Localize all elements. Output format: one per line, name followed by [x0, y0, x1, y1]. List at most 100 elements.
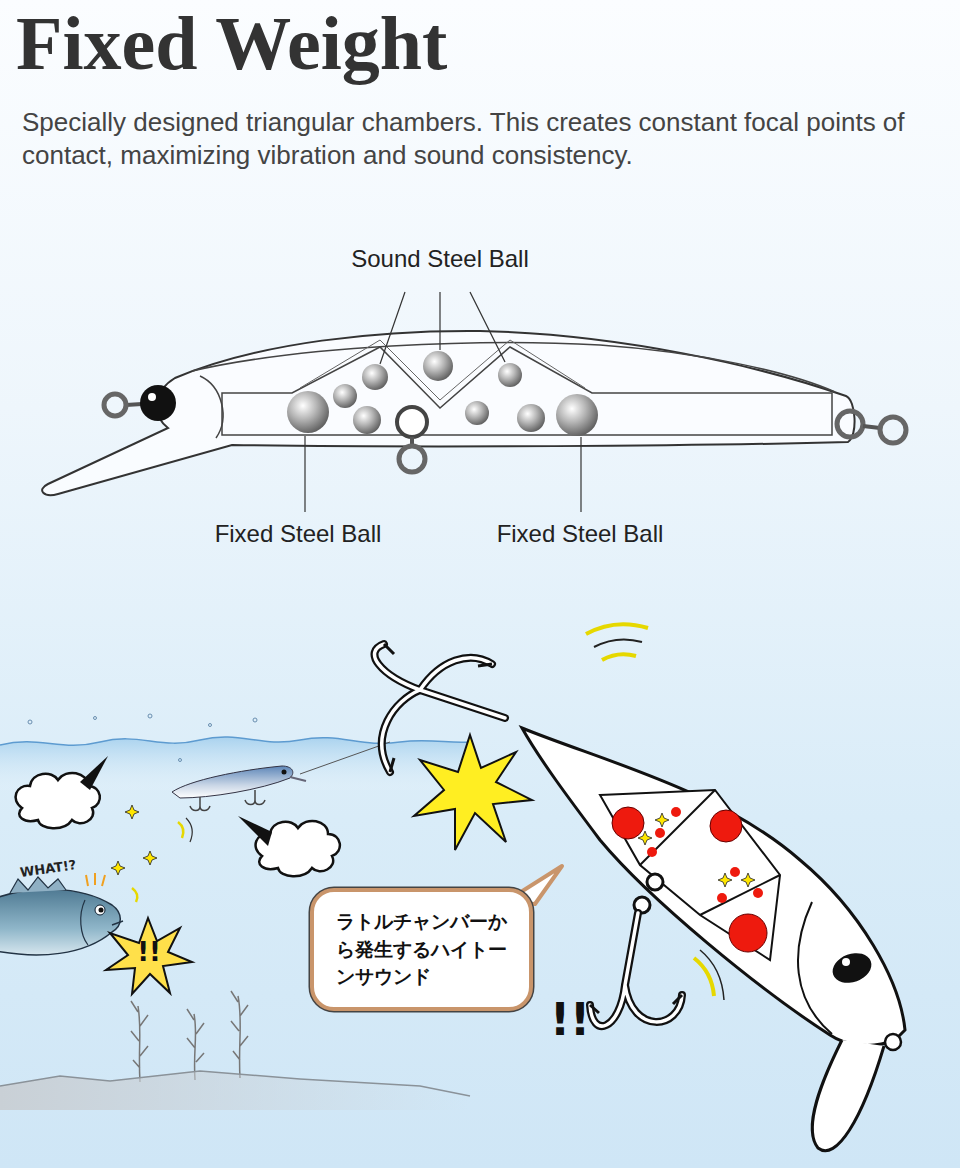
bubble	[148, 714, 152, 718]
leader-line	[380, 292, 405, 364]
rattle-chamber	[600, 790, 780, 960]
small-lure-eye	[282, 770, 287, 775]
leader-line	[304, 436, 305, 512]
chamber-frame	[222, 347, 832, 435]
sound-ball	[498, 363, 522, 387]
bubble-text: ラトルチャンバーから発生するハイトーンサウンド	[336, 908, 507, 991]
small-lure-lip	[290, 777, 306, 781]
sound-wave	[602, 654, 636, 660]
fish-fin	[10, 877, 66, 893]
sound-ball	[517, 404, 545, 432]
sound-cloud	[256, 821, 340, 876]
part-label: Fixed Steel Ball	[497, 520, 664, 548]
exclamation-mark: !!	[550, 995, 590, 1046]
sparkle	[125, 805, 139, 819]
fish-pupil	[99, 908, 104, 913]
belly-hanger	[397, 407, 427, 437]
sound-ball	[647, 847, 657, 857]
fixed-ball	[710, 810, 742, 842]
sea-floor	[0, 1071, 470, 1110]
small-hook	[190, 797, 210, 811]
treble-hook	[375, 644, 505, 772]
belly-ring	[399, 446, 425, 472]
sound-wave	[178, 822, 183, 838]
sound-ball	[362, 364, 388, 390]
sound-wave	[186, 818, 192, 842]
fixed-ball	[612, 807, 644, 839]
sparkle	[655, 813, 669, 827]
big-lure-body	[522, 728, 905, 1045]
bubble	[253, 718, 257, 722]
hook-barb	[384, 644, 492, 772]
seaweed	[131, 1001, 148, 1082]
nose-ring	[885, 1034, 901, 1050]
fishing-line	[300, 742, 390, 774]
exclamation: WHAT!?	[19, 858, 77, 881]
sound-wave	[132, 888, 137, 902]
lure-eye	[140, 385, 176, 421]
line-tie-ring	[104, 394, 126, 416]
bubble	[94, 717, 97, 720]
treble-hook-outline	[375, 644, 505, 772]
surprise-burst	[106, 918, 192, 994]
bubble	[209, 724, 212, 727]
sparkle	[741, 873, 755, 887]
sound-ball	[655, 828, 665, 838]
cloud-spike	[80, 756, 108, 790]
belly-hook	[590, 913, 682, 1026]
sparkle	[143, 851, 157, 865]
fish-body	[0, 889, 120, 955]
sound-ball	[753, 888, 763, 898]
bubble	[179, 759, 182, 762]
leader-line	[439, 292, 440, 350]
lure-inner-contour	[192, 343, 835, 392]
bubble	[28, 720, 32, 724]
tail-hanger	[837, 411, 863, 437]
sound-ball	[333, 384, 357, 408]
page-title: Fixed Weight	[16, 2, 447, 86]
small-lure	[172, 766, 293, 798]
belly-hook-outline	[590, 913, 682, 1026]
sound-wave	[586, 624, 648, 634]
sparkle	[638, 831, 652, 845]
surprise-marks	[86, 873, 105, 886]
belly-hanger	[647, 874, 663, 890]
sound-wave	[694, 958, 714, 996]
sound-ball	[717, 893, 727, 903]
sparkle	[111, 861, 125, 875]
fish-mouth	[112, 921, 123, 925]
chamber-divider	[700, 875, 780, 915]
big-lure-eye	[828, 948, 875, 988]
seaweed	[231, 991, 248, 1078]
caption: Specially designed triangular chambers. …	[22, 106, 937, 173]
chamber-divider	[640, 790, 715, 865]
fish-gill	[81, 900, 88, 945]
big-lure-lip	[812, 1040, 884, 1151]
sound-ball	[423, 351, 453, 381]
sound-ball	[730, 867, 740, 877]
fixed-ball	[729, 914, 767, 952]
lure-body	[42, 331, 854, 495]
eye-highlight	[842, 958, 850, 966]
water-surface	[0, 737, 470, 745]
seaweed	[187, 1009, 204, 1080]
sound-wave	[594, 639, 642, 647]
sound-ball	[465, 401, 489, 425]
eye-highlight	[148, 393, 156, 401]
sea-floor-line	[0, 1071, 470, 1096]
impact-burst	[414, 735, 532, 850]
leader-line	[580, 437, 581, 512]
exclamation-mark: !!	[137, 938, 161, 968]
hook-barb	[590, 995, 682, 1013]
part-label: Sound Steel Ball	[351, 245, 528, 273]
fixed-ball	[287, 391, 329, 433]
tail-link	[863, 426, 880, 428]
cloud-spike	[238, 816, 272, 846]
leader-line	[470, 292, 505, 362]
speech-bubble: ラトルチャンバーから発生するハイトーンサウンド	[310, 888, 533, 1011]
sound-wave	[700, 950, 724, 1000]
part-label: Fixed Steel Ball	[215, 520, 382, 548]
sound-ball	[671, 807, 681, 817]
sparkle	[718, 873, 732, 887]
big-lure-head-line	[798, 902, 832, 1034]
